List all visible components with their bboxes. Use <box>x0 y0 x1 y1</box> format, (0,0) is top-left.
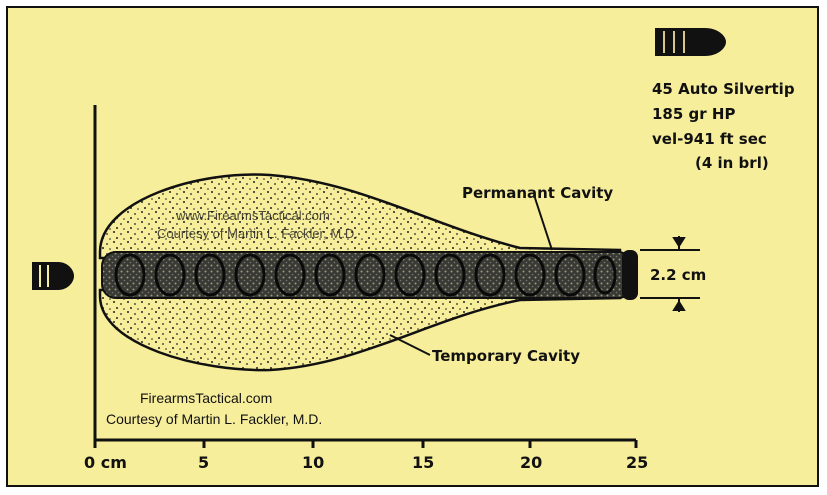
bullet-terminal-mark <box>622 250 638 300</box>
watermark-url: www.FirearmsTactical.com <box>175 208 330 223</box>
credit-site: FirearmsTactical.com <box>140 390 272 406</box>
bullet-spec-line-4: (4 in brl) <box>695 154 769 172</box>
tick-label-0: 0 cm <box>84 453 127 472</box>
permanent-cavity-leader <box>535 198 552 250</box>
permanent-cavity <box>102 252 632 298</box>
temporary-cavity-leader <box>390 335 430 355</box>
watermark-credit: Courtesy of Martin L. Fackler, M.D. <box>157 226 358 241</box>
credit-author: Courtesy of Martin L. Fackler, M.D. <box>106 411 322 427</box>
tick-label-20: 20 <box>520 453 542 472</box>
bullet-icon-top-right <box>655 28 726 56</box>
bullet-icon-left <box>32 262 74 290</box>
depth-axis <box>95 440 636 448</box>
bullet-spec-line-3: vel-941 ft sec <box>652 130 767 148</box>
tick-label-15: 15 <box>412 453 434 472</box>
bullet-spec-line-1: 45 Auto Silvertip <box>652 80 795 98</box>
tick-label-25: 25 <box>626 453 648 472</box>
temporary-cavity-label: Temporary Cavity <box>432 347 580 365</box>
tick-label-5: 5 <box>198 453 209 472</box>
permanent-cavity-label: Permanant Cavity <box>462 184 613 202</box>
diameter-label: 2.2 cm <box>650 266 706 284</box>
tick-label-10: 10 <box>302 453 324 472</box>
bullet-spec-line-2: 185 gr HP <box>652 105 735 123</box>
